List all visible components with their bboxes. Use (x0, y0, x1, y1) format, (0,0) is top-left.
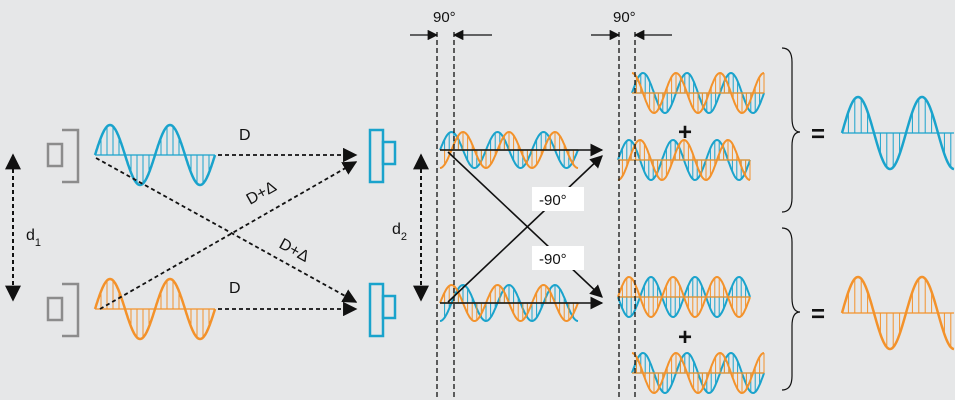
svg-text:d2: d2 (392, 221, 407, 243)
shift-label-left: 90° (433, 9, 456, 26)
combine-line-cross-down (447, 151, 603, 298)
d1-label: d (26, 227, 35, 244)
transmitter-2-icon (46, 282, 80, 338)
receiver-1-icon (368, 128, 397, 184)
phase-label-lower: -90° (539, 251, 567, 268)
phase-label-upper: -90° (539, 192, 567, 209)
shift-label-right: 90° (613, 9, 636, 26)
phase-box-lower (532, 246, 584, 270)
tx-wave-orange (93, 277, 217, 341)
phase-box-upper (532, 187, 584, 211)
brace-upper (781, 47, 801, 213)
receiver-2-icon (368, 282, 397, 338)
d2-subscript: 2 (401, 231, 407, 243)
combine-line-cross-up (447, 155, 603, 303)
transmitter-1-icon (46, 128, 80, 184)
equals-upper: = (811, 121, 825, 148)
svg-text:d1: d1 (26, 227, 41, 249)
equals-lower: = (811, 301, 825, 328)
lower-b-orange (631, 351, 765, 395)
brace-lower (781, 227, 801, 391)
result-wave-blue (840, 95, 955, 171)
lower-a-orange (617, 275, 751, 319)
upper-b-orange (617, 138, 751, 182)
path-diag-up-label: D+Δ (244, 178, 280, 208)
plus-lower: + (678, 324, 692, 351)
path-bottom-label: D (229, 280, 241, 297)
plus-upper: + (678, 119, 692, 146)
upper-a-orange (631, 71, 765, 115)
path-cross-up (99, 161, 358, 310)
d1-subscript: 1 (35, 237, 41, 249)
path-cross-down (95, 157, 358, 303)
result-wave-orange (840, 275, 955, 351)
d2-label: d (392, 221, 401, 238)
path-top-label: D (239, 127, 251, 144)
waveforms (93, 71, 955, 395)
tx-wave-blue (93, 123, 217, 187)
